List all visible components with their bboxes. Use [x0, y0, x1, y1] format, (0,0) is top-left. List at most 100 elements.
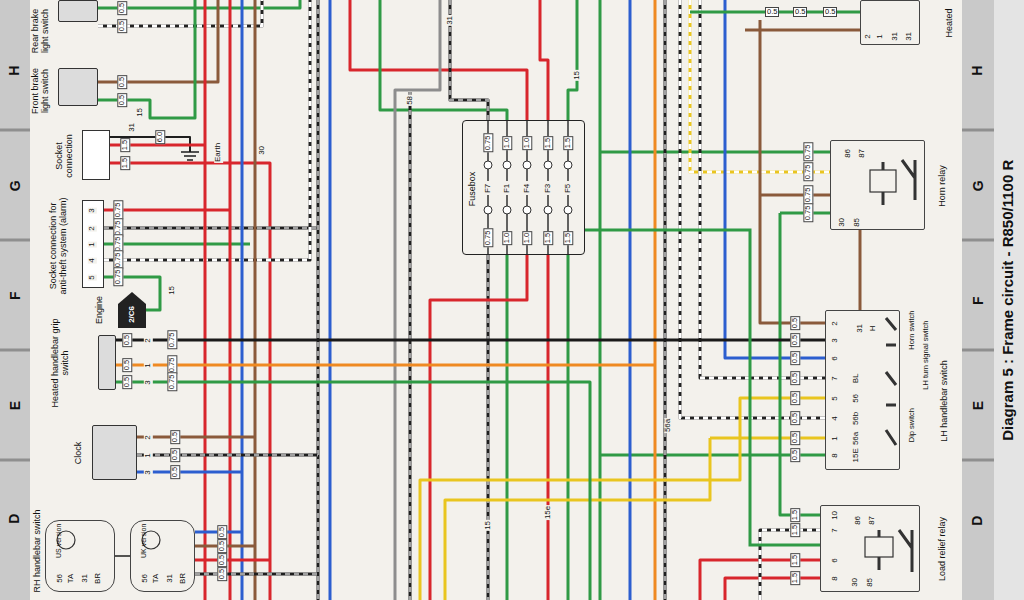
- component-label: Horn relay: [938, 151, 948, 221]
- terminal-number: 3: [144, 379, 153, 385]
- wire: [409, 92, 412, 600]
- grid-reference: F: [7, 291, 22, 300]
- fuse-symbols: [484, 120, 572, 255]
- component-box: Rear brake light switch: [58, 0, 98, 22]
- wire-size: 1.5: [120, 156, 130, 170]
- fuse-terminal: [503, 206, 511, 214]
- wire: [879, 530, 912, 572]
- wire: [664, 0, 667, 600]
- wire-size: 0.75: [167, 373, 177, 392]
- terminal-number: 85: [866, 576, 875, 587]
- wire-connector: [859, 230, 862, 310]
- terminal-number: 87: [868, 514, 877, 525]
- wire: [760, 194, 830, 197]
- wire-size: 0.75: [803, 204, 813, 223]
- terminal-number: 4: [831, 415, 840, 421]
- wire: [450, 0, 488, 120]
- fuse-terminal: [523, 206, 531, 214]
- wire: [104, 227, 318, 230]
- wire: [137, 454, 318, 457]
- wire-size: 1.5: [790, 508, 800, 522]
- fuse-terminal: [523, 161, 531, 169]
- wire: [547, 255, 550, 600]
- relay-symbols: [57, 160, 915, 572]
- wire-size: 0.5: [790, 333, 800, 347]
- terminal-number: 86: [854, 514, 863, 525]
- circuit-symbol: [0, 0, 30, 600]
- wire: [487, 255, 490, 600]
- component-label: UK version: [140, 524, 148, 558]
- wire-size: 0.75: [803, 186, 813, 205]
- terminal-number: 1: [144, 452, 153, 458]
- terminal-number: F5: [564, 182, 573, 193]
- wire-size: 1.5: [563, 231, 573, 245]
- wire-size: 0.5: [122, 333, 132, 347]
- terminal-number: 56a: [852, 430, 861, 445]
- wire: [450, 0, 488, 120]
- terminal-number: BR: [94, 571, 103, 584]
- wire: [629, 0, 632, 600]
- terminal-number: 3: [88, 207, 97, 213]
- wire-size: 0.75: [803, 143, 813, 162]
- terminal-number: 7: [831, 375, 840, 381]
- terminal-number: F4: [523, 182, 532, 193]
- terminal-number: 31: [446, 14, 455, 25]
- wire-size: 0.5: [170, 465, 180, 479]
- terminal-number: Earth: [214, 141, 223, 162]
- grid-reference: D: [970, 515, 985, 525]
- wire: [680, 0, 825, 418]
- terminal-number: 4: [88, 257, 97, 263]
- wire: [104, 227, 318, 230]
- terminal-number: 6: [831, 355, 840, 361]
- component-label: Socket connection for anti-theft system …: [49, 196, 69, 296]
- terminal-number: 5: [88, 274, 97, 280]
- component-label: Clock: [74, 442, 84, 465]
- wire: [725, 578, 820, 600]
- terminal-number: 56: [852, 392, 861, 403]
- wire-size: 0.5: [217, 567, 227, 581]
- wire: [104, 0, 310, 260]
- wire: [317, 0, 320, 600]
- wire: [409, 92, 412, 600]
- wire: [487, 255, 490, 600]
- terminal-number: 31: [891, 30, 900, 41]
- terminal-number: TA: [67, 572, 76, 584]
- terminal-number: 2: [144, 337, 153, 343]
- terminal-number: BR: [179, 571, 188, 584]
- terminal-number: 15E: [852, 447, 861, 463]
- wire-size: 0.5: [790, 431, 800, 445]
- wire-size: 1.5: [563, 136, 573, 150]
- wire-size: 1.5: [790, 523, 800, 537]
- wire: [204, 0, 207, 600]
- component-label: RH handlebar switch: [32, 509, 42, 592]
- terminal-number: 15: [136, 106, 145, 117]
- component-box: Front brake light switch: [58, 68, 98, 106]
- terminal-number: 10: [831, 509, 840, 520]
- wire: [104, 0, 310, 260]
- wire: [195, 573, 318, 576]
- circuit-symbol: [962, 0, 994, 600]
- terminal-number: 56b: [852, 410, 861, 425]
- wire: [700, 0, 825, 378]
- wire-size: 0.5: [170, 448, 180, 462]
- terminal-number: 31: [905, 30, 914, 41]
- component-label: Socket connection: [55, 128, 75, 184]
- wire-size: 0.5: [217, 539, 227, 553]
- wire: [137, 471, 242, 474]
- wire: [664, 0, 667, 600]
- grid-reference: H: [970, 65, 985, 75]
- fuse-terminal: [484, 161, 492, 169]
- terminal-number: 31: [856, 322, 865, 333]
- switch-name: Horn switch: [908, 311, 916, 350]
- terminal-number: 86: [844, 147, 853, 158]
- terminal-number: 7: [831, 527, 840, 533]
- wire: [241, 0, 244, 600]
- wire-size: 1.5: [543, 231, 553, 245]
- wire-size: 0.5: [217, 553, 227, 567]
- terminal-number: 2: [864, 33, 873, 39]
- wire: [0, 130, 994, 460]
- switch-name: LH turn signal switch: [922, 321, 930, 390]
- grid-reference: E: [970, 401, 985, 410]
